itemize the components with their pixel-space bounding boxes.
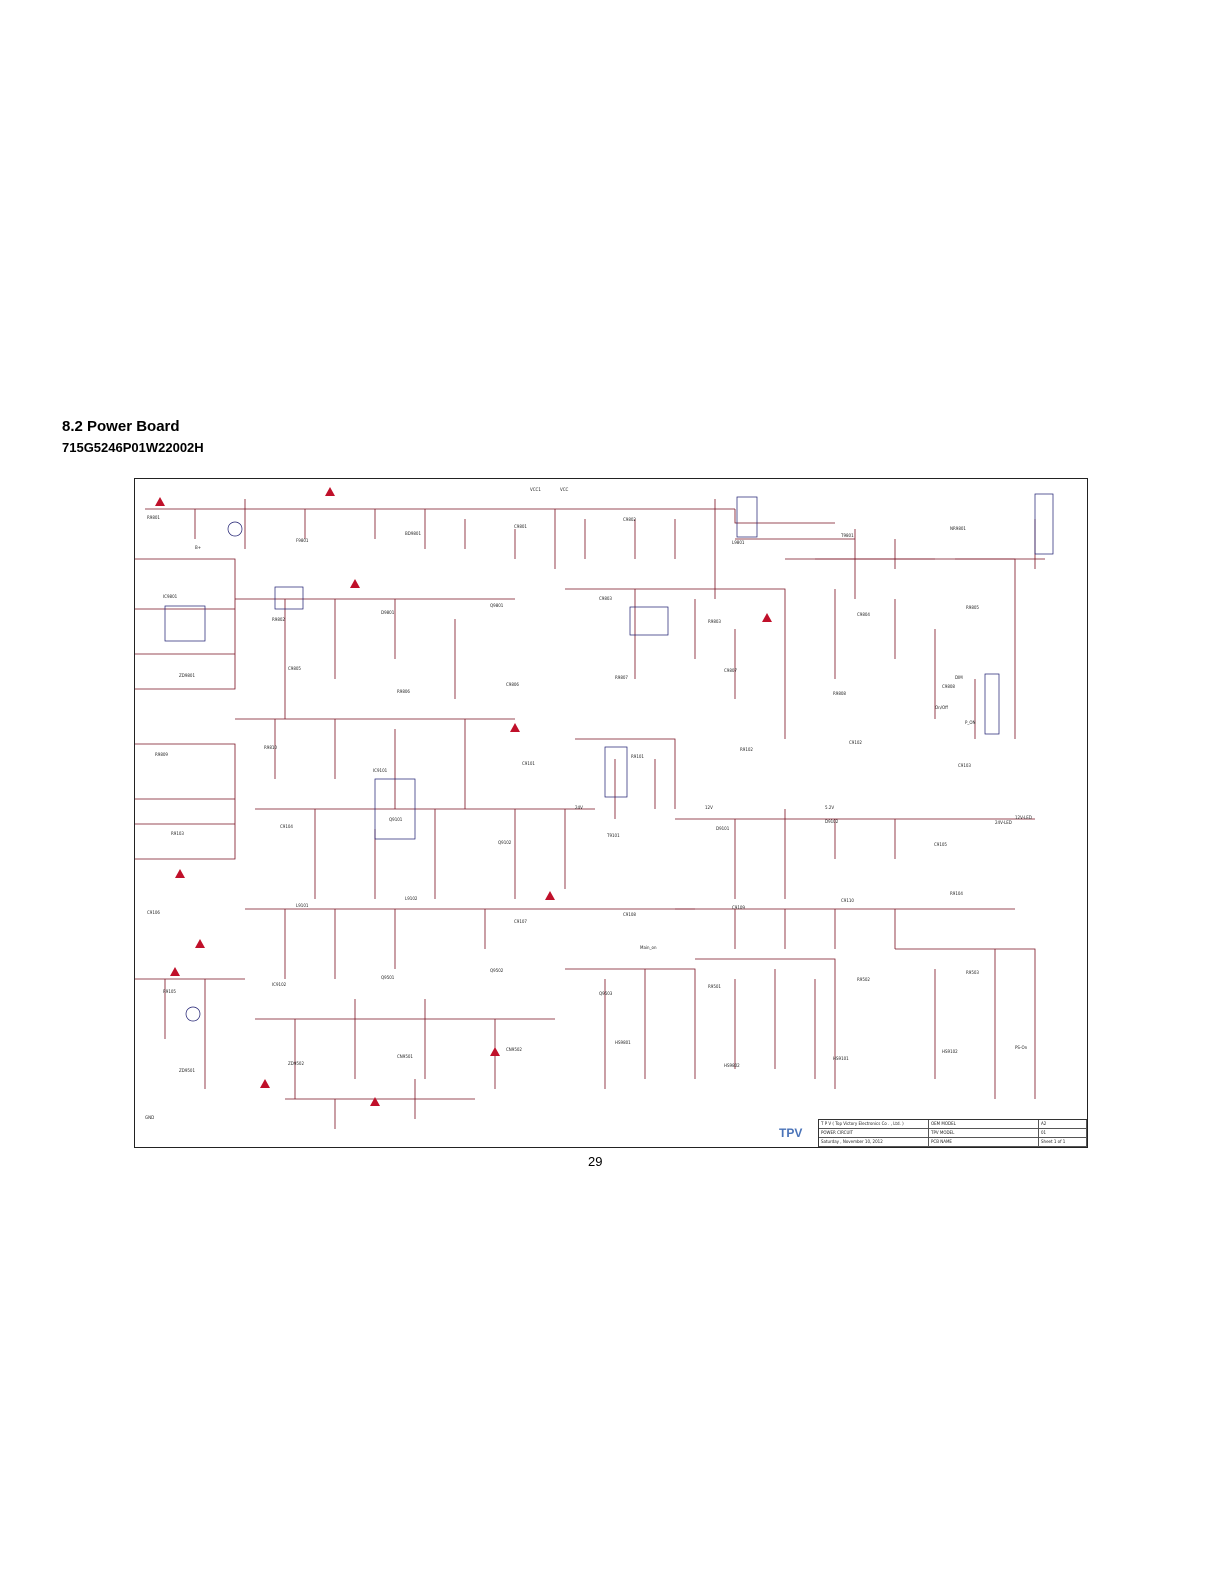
component-ref-label: R9803: [708, 619, 721, 624]
component-ref-label: C9803: [599, 596, 612, 601]
net-label: VCC: [560, 487, 569, 492]
component-ref-label: R9503: [966, 970, 979, 975]
net-label: Main_on: [640, 945, 657, 950]
component-ref-label: C9110: [841, 898, 854, 903]
warning-triangles: [155, 487, 772, 1106]
component-ref-label: L9101: [296, 903, 309, 908]
component-ref-label: D9102: [825, 819, 839, 824]
component-ref-label: C9104: [280, 824, 293, 829]
component-ref-label: Q9101: [389, 817, 403, 822]
component-ref-label: Q9501: [381, 975, 395, 980]
component-ref-label: R9802: [272, 617, 285, 622]
component-ref-label: Q9503: [599, 991, 613, 996]
component-ref-label: R9808: [833, 691, 846, 696]
component-ref-label: C9103: [958, 763, 971, 768]
component-ref-label: D9801: [381, 610, 395, 615]
net-label: DIM: [955, 675, 963, 680]
component-ref-label: HS9801: [615, 1040, 631, 1045]
page-number: 29: [588, 1154, 603, 1169]
component-ref-label: HS9101: [833, 1056, 849, 1061]
sheet-value: Sheet 1 of 1: [1039, 1138, 1087, 1147]
net-label: VCC1: [530, 487, 541, 492]
component-ref-label: R9807: [615, 675, 628, 680]
component-ref-label: L9801: [732, 540, 745, 545]
component-ref-label: C9801: [514, 524, 527, 529]
component-ref-label: C9106: [147, 910, 160, 915]
component-ref-label: Q9801: [490, 603, 504, 608]
component-ref-label: C9108: [623, 912, 636, 917]
wires: [135, 499, 1045, 1129]
net-label: 12V-LED: [1015, 815, 1032, 820]
component-ref-label: C9804: [857, 612, 870, 617]
component-ref-label: R9502: [857, 977, 870, 982]
rev-value: 01: [1039, 1129, 1087, 1138]
tpv-model-label: TPV MODEL: [929, 1129, 1039, 1138]
component-ref-label: ZD9502: [288, 1061, 304, 1066]
component-ref-label: R9805: [966, 605, 979, 610]
component-ref-label: C9805: [288, 666, 301, 671]
net-label: B+: [195, 545, 201, 550]
title-block: TPV T P V ( Top Victory Electronics Co .…: [779, 1119, 1087, 1147]
component-ref-label: C9101: [522, 761, 535, 766]
component-ref-label: C9109: [732, 905, 745, 910]
component-ref-label: IC9102: [272, 982, 287, 987]
net-label: P_ON: [965, 720, 976, 725]
component-ref-label: F9801: [296, 538, 309, 543]
component-ref-label: NR9801: [950, 526, 966, 531]
component-ref-label: C9802: [623, 517, 636, 522]
component-ref-label: Q9102: [498, 840, 512, 845]
net-label: 24V-LED: [995, 820, 1012, 825]
component-symbols: [164, 493, 1054, 1022]
component-ref-label: R9501: [708, 984, 721, 989]
component-ref-label: R9104: [950, 891, 963, 896]
drawing-title: POWER CIRCUIT: [819, 1129, 929, 1138]
component-ref-label: HS9102: [942, 1049, 958, 1054]
page-title: 8.2 Power Board: [62, 418, 180, 435]
component-ref-label: C9105: [934, 842, 947, 847]
tpv-logo: TPV: [779, 1126, 803, 1140]
net-label: GND: [145, 1115, 154, 1120]
size-value: A2: [1039, 1120, 1087, 1129]
component-ref-label: R9809: [155, 752, 168, 757]
component-ref-label: C9102: [849, 740, 862, 745]
component-ref-label: ZD9801: [179, 673, 195, 678]
component-ref-label: C9807: [724, 668, 737, 673]
net-label: 5.2V: [825, 805, 834, 810]
component-ref-label: C9806: [506, 682, 519, 687]
component-ref-label: R9101: [631, 754, 644, 759]
net-label: 12V: [705, 805, 713, 810]
component-ref-label: CN9501: [397, 1054, 413, 1059]
component-ref-label: ZD9501: [179, 1068, 195, 1073]
board-part-number: 715G5246P01W22002H: [62, 440, 204, 455]
net-label: 24V: [575, 805, 583, 810]
component-ref-label: R9102: [740, 747, 753, 752]
component-ref-label: BD9801: [405, 531, 421, 536]
component-ref-label: T9801: [840, 533, 854, 538]
component-ref-label: C9808: [942, 684, 955, 689]
net-label: On/Off: [935, 705, 948, 710]
component-ref-label: R9105: [163, 989, 176, 994]
company-name: T P V ( Top Victory Electronics Co . , L…: [819, 1120, 929, 1129]
component-ref-label: L9102: [405, 896, 418, 901]
component-ref-label: Q9502: [490, 968, 504, 973]
component-ref-label: R9103: [171, 831, 184, 836]
component-ref-label: D9101: [716, 826, 730, 831]
oem-model-label: OEM MODEL: [929, 1120, 1039, 1129]
net-label: PS-On: [1015, 1045, 1028, 1050]
component-ref-label: R9806: [397, 689, 410, 694]
component-ref-label: IC9101: [373, 768, 388, 773]
component-ref-label: CN9502: [506, 1047, 522, 1052]
drawing-date: Saturday , November 10, 2012: [819, 1138, 929, 1147]
component-ref-label: IC9801: [163, 594, 178, 599]
component-ref-label: C9107: [514, 919, 527, 924]
component-ref-label: R9810: [264, 745, 277, 750]
component-ref-label: HS9802: [724, 1063, 740, 1068]
pcb-name-label: PCB NAME: [929, 1138, 1039, 1147]
component-ref-label: R9801: [147, 515, 160, 520]
component-ref-label: T9101: [606, 833, 620, 838]
